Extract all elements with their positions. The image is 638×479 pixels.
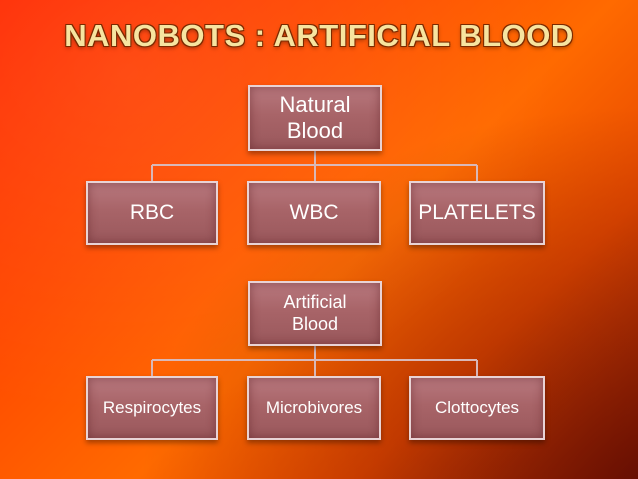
artificial-blood-node: Artificial Blood bbox=[248, 281, 382, 346]
clottocytes-node: Clottocytes bbox=[409, 376, 545, 440]
microbivores-node: Microbivores bbox=[247, 376, 381, 440]
wbc-node: WBC bbox=[247, 181, 381, 245]
wbc-label: WBC bbox=[289, 201, 339, 225]
platelets-label: PLATELETS bbox=[418, 201, 536, 225]
rbc-label: RBC bbox=[129, 201, 175, 225]
platelets-node: PLATELETS bbox=[409, 181, 545, 245]
slide-title: NANOBOTS : ARTIFICIAL BLOOD bbox=[64, 18, 574, 53]
natural-blood-label: Natural Blood bbox=[279, 91, 351, 143]
respirocytes-node: Respirocytes bbox=[86, 376, 218, 440]
artificial-blood-label: Artificial Blood bbox=[283, 291, 347, 334]
microbivores-label: Microbivores bbox=[265, 397, 363, 417]
respirocytes-label: Respirocytes bbox=[102, 397, 202, 417]
rbc-node: RBC bbox=[86, 181, 218, 245]
clottocytes-label: Clottocytes bbox=[434, 397, 520, 417]
natural-blood-node: Natural Blood bbox=[248, 85, 382, 151]
